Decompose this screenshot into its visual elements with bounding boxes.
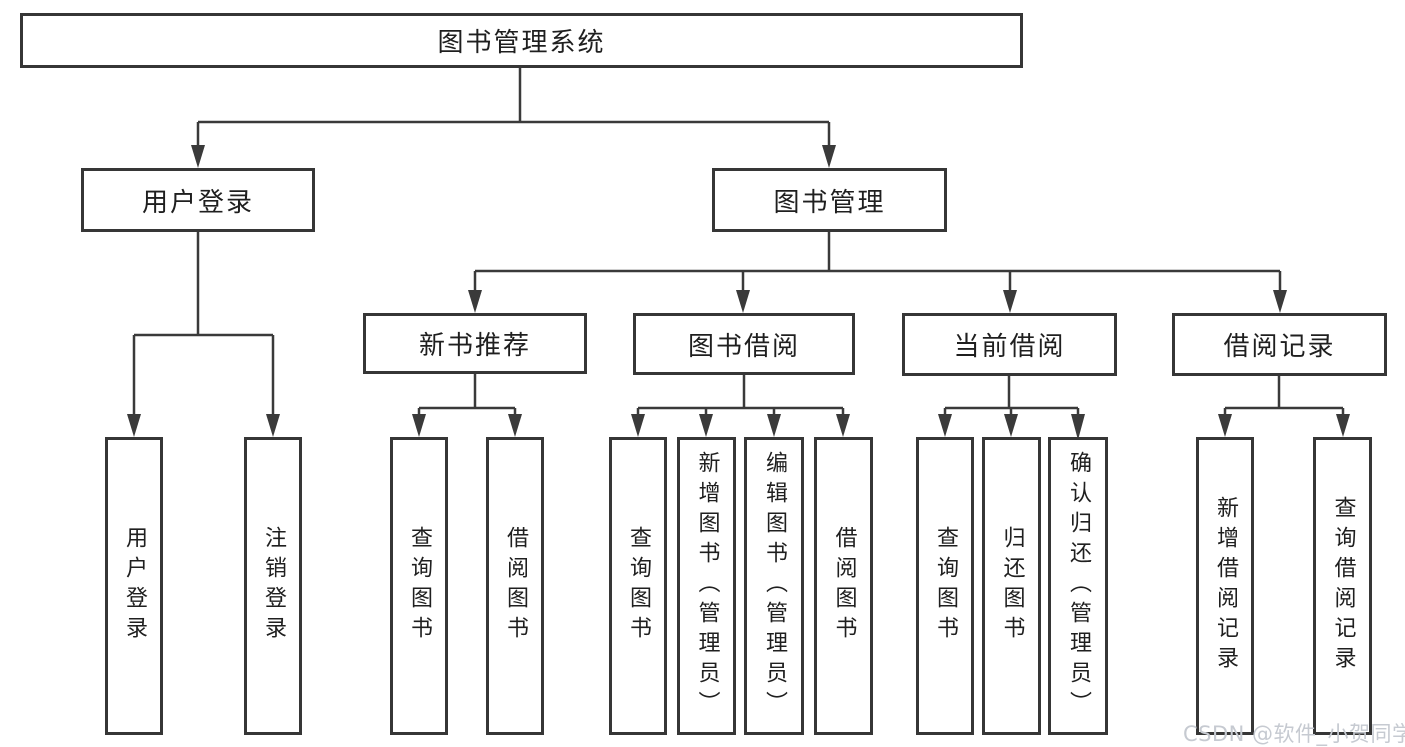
arrowheads: [127, 145, 1350, 440]
leaf-borrow-books-1: 借阅图书: [486, 437, 544, 735]
arrow-leaf-query-books-1: [412, 414, 426, 437]
arrow-leaf-return-books: [1004, 414, 1018, 437]
arrow-user-login: [191, 145, 205, 168]
leaf-label: 查询图书: [933, 526, 958, 646]
connector-new-book-rec: [417, 374, 517, 419]
leaf-label: 用户登录: [122, 526, 147, 646]
arrow-leaf-add-borrow-record: [1218, 414, 1232, 437]
node-new-book-recommendation: 新书推荐: [363, 313, 587, 374]
leaf-logout-login: 注销登录: [244, 437, 302, 735]
node-book-borrowing: 图书借阅: [633, 313, 855, 375]
arrow-leaf-add-books: [699, 414, 713, 437]
arrow-book-borrow: [736, 290, 750, 313]
leaf-label: 借阅图书: [503, 526, 528, 646]
leaf-add-borrow-record: 新增借阅记录: [1196, 437, 1254, 735]
leaf-label: 查询图书: [407, 526, 432, 646]
connector-borrow-records: [1223, 376, 1345, 419]
leaf-query-books-2: 查询图书: [609, 437, 667, 735]
connector-current-borrow: [943, 376, 1080, 419]
leaf-return-books: 归还图书: [982, 437, 1041, 735]
leaf-label: 注销登录: [261, 526, 286, 646]
leaf-query-books-3: 查询图书: [916, 437, 974, 735]
arrow-leaf-user-login: [127, 414, 141, 437]
node-user-login: 用户登录: [81, 168, 315, 232]
leaf-query-books-1: 查询图书: [390, 437, 448, 735]
leaf-label: 编辑图书（管理员）: [762, 451, 787, 721]
arrow-leaf-query-borrow-record: [1336, 414, 1350, 437]
arrow-leaf-borrow-books-2: [836, 414, 850, 437]
csdn-watermark: CSDN @软件_小贺同学: [1183, 722, 1405, 746]
leaf-user-login: 用户登录: [105, 437, 163, 735]
leaf-add-books-admin: 新增图书（管理员）: [677, 437, 736, 735]
arrow-book-mgmt: [822, 145, 836, 168]
connector-book-mgmt: [473, 232, 1282, 296]
arrow-new-book-rec: [468, 290, 482, 313]
arrow-leaf-query-books-3: [938, 414, 952, 437]
node-current-borrowing: 当前借阅: [902, 313, 1117, 376]
leaf-borrow-books-2: 借阅图书: [814, 437, 873, 735]
arrow-leaf-confirm-return: [1071, 414, 1085, 440]
leaf-label: 归还图书: [999, 526, 1025, 646]
arrow-leaf-query-books-2: [631, 414, 645, 437]
leaf-label: 新增图书（管理员）: [694, 451, 720, 721]
leaf-label: 确认归还（管理员）: [1066, 451, 1091, 721]
leaf-label: 查询借阅记录: [1330, 496, 1356, 676]
arrow-current-borrow: [1003, 290, 1017, 313]
leaf-query-borrow-record: 查询借阅记录: [1313, 437, 1372, 735]
leaf-edit-books-admin: 编辑图书（管理员）: [744, 437, 804, 735]
arrow-leaf-edit-books: [767, 414, 781, 437]
node-book-management: 图书管理: [712, 168, 947, 232]
arrow-leaf-borrow-books-1: [508, 414, 522, 437]
arrow-borrow-records: [1273, 290, 1287, 313]
leaf-confirm-return-admin: 确认归还（管理员）: [1048, 437, 1108, 735]
connector-user-login: [132, 232, 275, 419]
node-library-management-system: 图书管理系统: [20, 13, 1023, 68]
leaf-label: 借阅图书: [831, 526, 857, 646]
arrow-leaf-logout: [266, 414, 280, 437]
leaf-label: 查询图书: [626, 526, 651, 646]
node-borrowing-records: 借阅记录: [1172, 313, 1387, 376]
leaf-label: 新增借阅记录: [1213, 496, 1238, 676]
connector-book-borrow: [636, 375, 845, 419]
connector-root: [196, 68, 831, 150]
